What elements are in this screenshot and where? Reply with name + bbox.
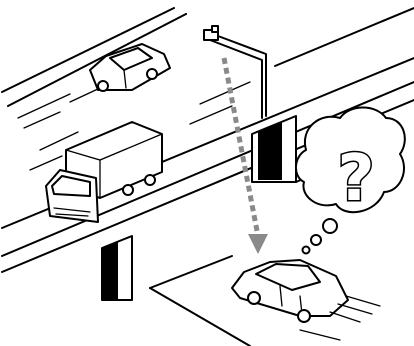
roadside-beacon-pole xyxy=(204,26,266,118)
car-on-highway xyxy=(90,44,170,91)
question-mark: ? xyxy=(337,142,374,216)
car-under-overpass xyxy=(232,260,380,340)
truck-on-highway xyxy=(46,122,162,222)
